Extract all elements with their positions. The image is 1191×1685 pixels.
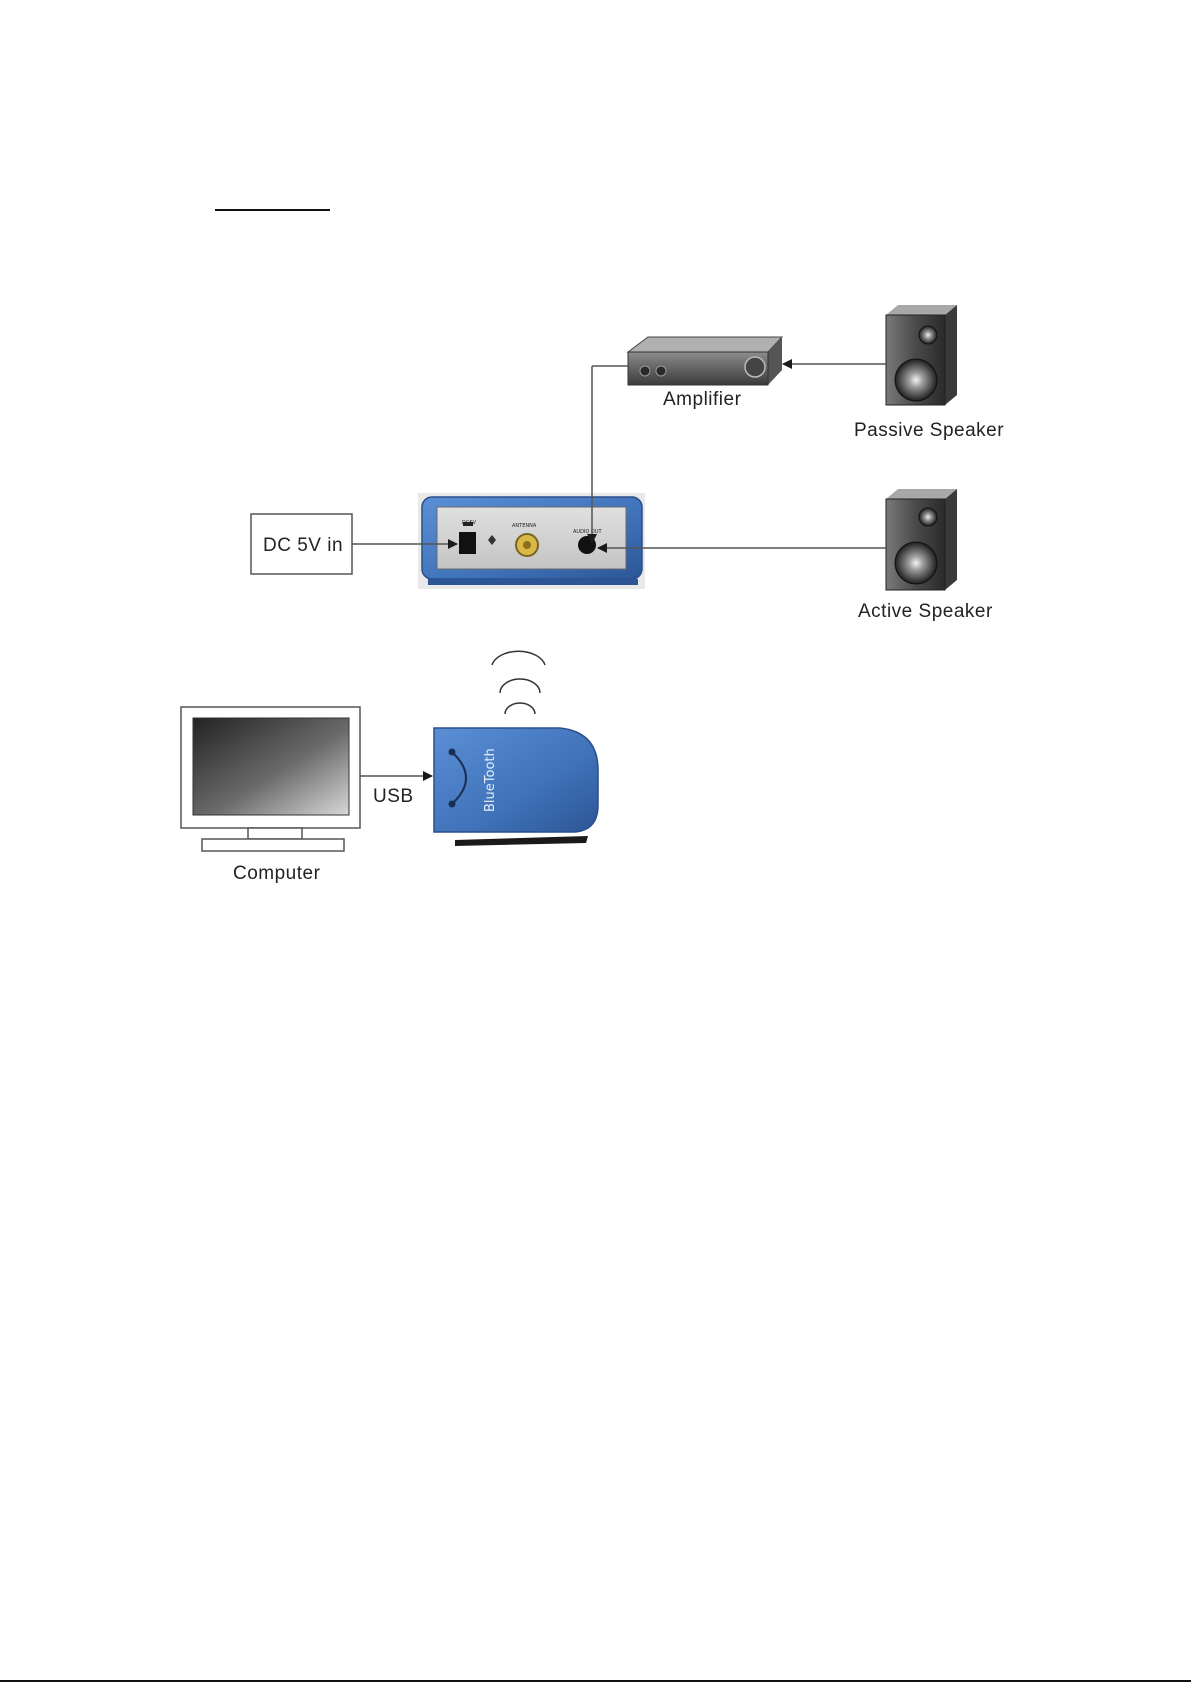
amplifier-label: Amplifier: [663, 389, 742, 410]
passive-speaker-label: Passive Speaker: [854, 420, 1004, 441]
active-speaker-icon: [886, 489, 957, 590]
amplifier-icon: [628, 337, 782, 385]
active-speaker-label: Active Speaker: [858, 601, 993, 622]
page-bottom-rule: [0, 1680, 1191, 1682]
usb-label: USB: [373, 786, 414, 807]
svg-text:DC5V: DC5V: [462, 520, 477, 526]
computer-label: Computer: [233, 863, 321, 884]
monitor-icon: [181, 707, 360, 851]
bluetooth-dongle-icon: BlueTooth: [434, 728, 598, 846]
svg-text:ANTENNA: ANTENNA: [512, 523, 537, 529]
dc-input-label: DC 5V in: [263, 535, 343, 556]
bluetooth-receiver-icon: DC5V ANTENNA AUDIO OUT: [418, 493, 645, 589]
passive-speaker-icon: [886, 305, 957, 405]
svg-text:BlueTooth: BlueTooth: [483, 748, 498, 812]
svg-text:AUDIO OUT: AUDIO OUT: [573, 529, 603, 535]
wireless-signal-icon: [492, 651, 545, 714]
